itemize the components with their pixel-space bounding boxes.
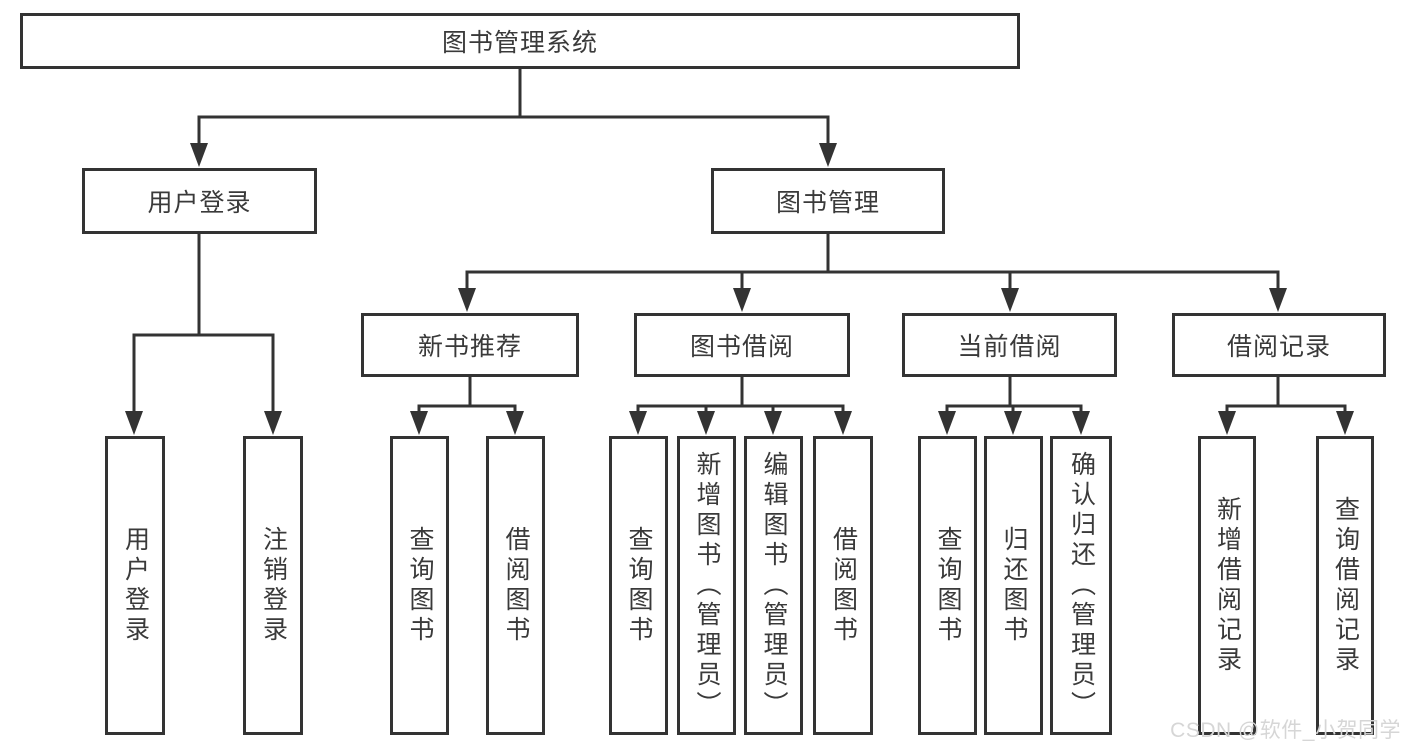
leaf-borrow-borrow-books: 借阅图书 <box>813 436 873 735</box>
leaf-borrow-edit-books-admin: 编辑图书（管理员） <box>744 436 803 735</box>
arrowhead-down-icon <box>264 411 282 435</box>
leaf-newrec-query-books: 查询图书 <box>390 436 449 735</box>
leaf-current-confirm-return-admin: 确认归还（管理员） <box>1050 436 1112 735</box>
node-root: 图书管理系统 <box>20 13 1020 69</box>
arrowhead-down-icon <box>697 411 715 435</box>
leaf-logout: 注销登录 <box>243 436 303 735</box>
arrowhead-down-icon <box>764 411 782 435</box>
node-new-book-recommend: 新书推荐 <box>361 313 579 377</box>
node-book-borrow: 图书借阅 <box>634 313 850 377</box>
leaf-borrow-query-books: 查询图书 <box>609 436 668 735</box>
node-borrow-records: 借阅记录 <box>1172 313 1386 377</box>
arrowhead-down-icon <box>629 411 647 435</box>
arrowhead-down-icon <box>458 288 476 312</box>
arrowhead-down-icon <box>1218 411 1236 435</box>
arrowhead-down-icon <box>506 411 524 435</box>
arrowhead-down-icon <box>938 411 956 435</box>
arrowhead-down-icon <box>834 411 852 435</box>
arrowhead-down-icon <box>1269 288 1287 312</box>
node-book-management: 图书管理 <box>711 168 945 234</box>
leaf-user-login: 用户登录 <box>105 436 165 735</box>
arrowhead-down-icon <box>1336 411 1354 435</box>
arrowhead-down-icon <box>819 143 837 167</box>
arrowhead-down-icon <box>1001 288 1019 312</box>
watermark: CSDN @软件_小贺同学 <box>1170 719 1401 742</box>
leaf-records-add-record: 新增借阅记录 <box>1198 436 1256 735</box>
leaf-current-query-books: 查询图书 <box>918 436 977 735</box>
arrowhead-down-icon <box>125 411 143 435</box>
leaf-borrow-add-books-admin: 新增图书（管理员） <box>677 436 736 735</box>
node-user-login: 用户登录 <box>82 168 317 234</box>
arrowhead-down-icon <box>1072 411 1090 435</box>
leaf-newrec-borrow-books: 借阅图书 <box>486 436 545 735</box>
arrowhead-down-icon <box>410 411 428 435</box>
leaf-current-return-books: 归还图书 <box>984 436 1043 735</box>
arrowhead-down-icon <box>733 288 751 312</box>
leaf-records-query-record: 查询借阅记录 <box>1316 436 1374 735</box>
arrowhead-down-icon <box>190 143 208 167</box>
node-current-borrow: 当前借阅 <box>902 313 1117 377</box>
arrowhead-down-icon <box>1004 411 1022 435</box>
